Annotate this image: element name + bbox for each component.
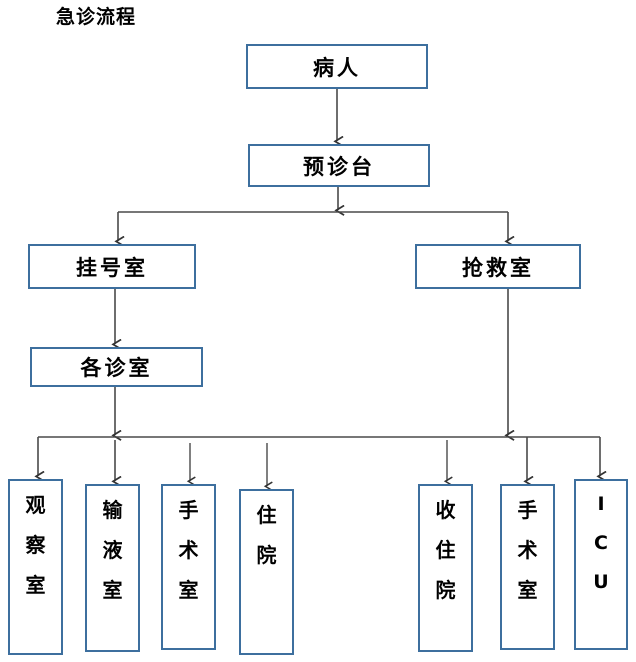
- node-triage-desk-label: 预诊台: [303, 153, 375, 179]
- node-observation[interactable]: 观察室: [8, 479, 63, 655]
- node-operating-room-left[interactable]: 手术室: [161, 484, 216, 650]
- node-operating-room-right[interactable]: 手术室: [500, 484, 555, 650]
- node-observation-char: 观: [25, 493, 46, 517]
- node-admit-char: 收: [435, 498, 456, 522]
- node-admit-char: 住: [435, 538, 456, 562]
- node-operating-room-left-char: 手: [178, 498, 199, 522]
- node-clinic-rooms[interactable]: 各诊室: [30, 347, 203, 387]
- node-operating-room-right-char: 手: [517, 498, 538, 522]
- node-triage-desk[interactable]: 预诊台: [248, 144, 430, 187]
- node-inpatient-char: 院: [256, 543, 277, 567]
- node-admit-char: 院: [435, 578, 456, 602]
- node-infusion[interactable]: 输液室: [85, 484, 140, 652]
- page-title: 急诊流程: [56, 6, 137, 28]
- node-infusion-char: 液: [102, 538, 123, 562]
- node-infusion-char: 室: [102, 578, 123, 602]
- node-operating-room-right-char: 室: [517, 578, 538, 602]
- node-patient[interactable]: 病人: [246, 44, 428, 89]
- node-inpatient-char: 住: [256, 503, 277, 527]
- node-operating-room-left-char: 术: [178, 538, 199, 562]
- node-inpatient[interactable]: 住院: [239, 489, 294, 655]
- node-infusion-char: 输: [102, 498, 123, 522]
- node-icu-char: C: [594, 532, 608, 554]
- node-clinic-rooms-label: 各诊室: [80, 355, 153, 380]
- node-registration-room[interactable]: 挂号室: [28, 244, 196, 289]
- node-operating-room-left-char: 室: [178, 578, 199, 602]
- node-resuscitation-room-label: 抢救室: [462, 254, 534, 280]
- node-icu-char: U: [593, 571, 609, 593]
- node-admit[interactable]: 收住院: [418, 484, 473, 652]
- node-operating-room-right-char: 术: [517, 538, 538, 562]
- node-registration-room-label: 挂号室: [76, 254, 148, 280]
- node-observation-char: 察: [25, 533, 46, 557]
- node-observation-char: 室: [25, 573, 46, 597]
- node-icu-char: I: [597, 493, 605, 515]
- node-patient-label: 病人: [313, 54, 361, 80]
- node-resuscitation-room[interactable]: 抢救室: [415, 244, 581, 289]
